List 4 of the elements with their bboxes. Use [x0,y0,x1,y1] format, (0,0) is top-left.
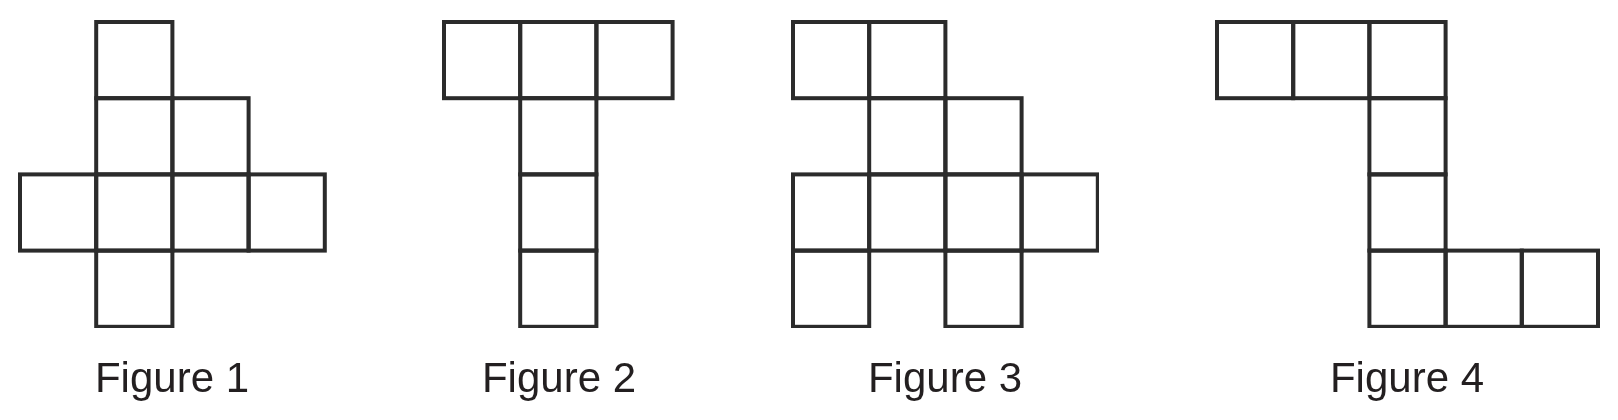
figure-label: Figure 4 [1329,357,1485,399]
figure-label: Figure 3 [867,357,1023,399]
figure-label: Figure 1 [94,357,250,399]
figure-label: Figure 2 [481,357,637,399]
